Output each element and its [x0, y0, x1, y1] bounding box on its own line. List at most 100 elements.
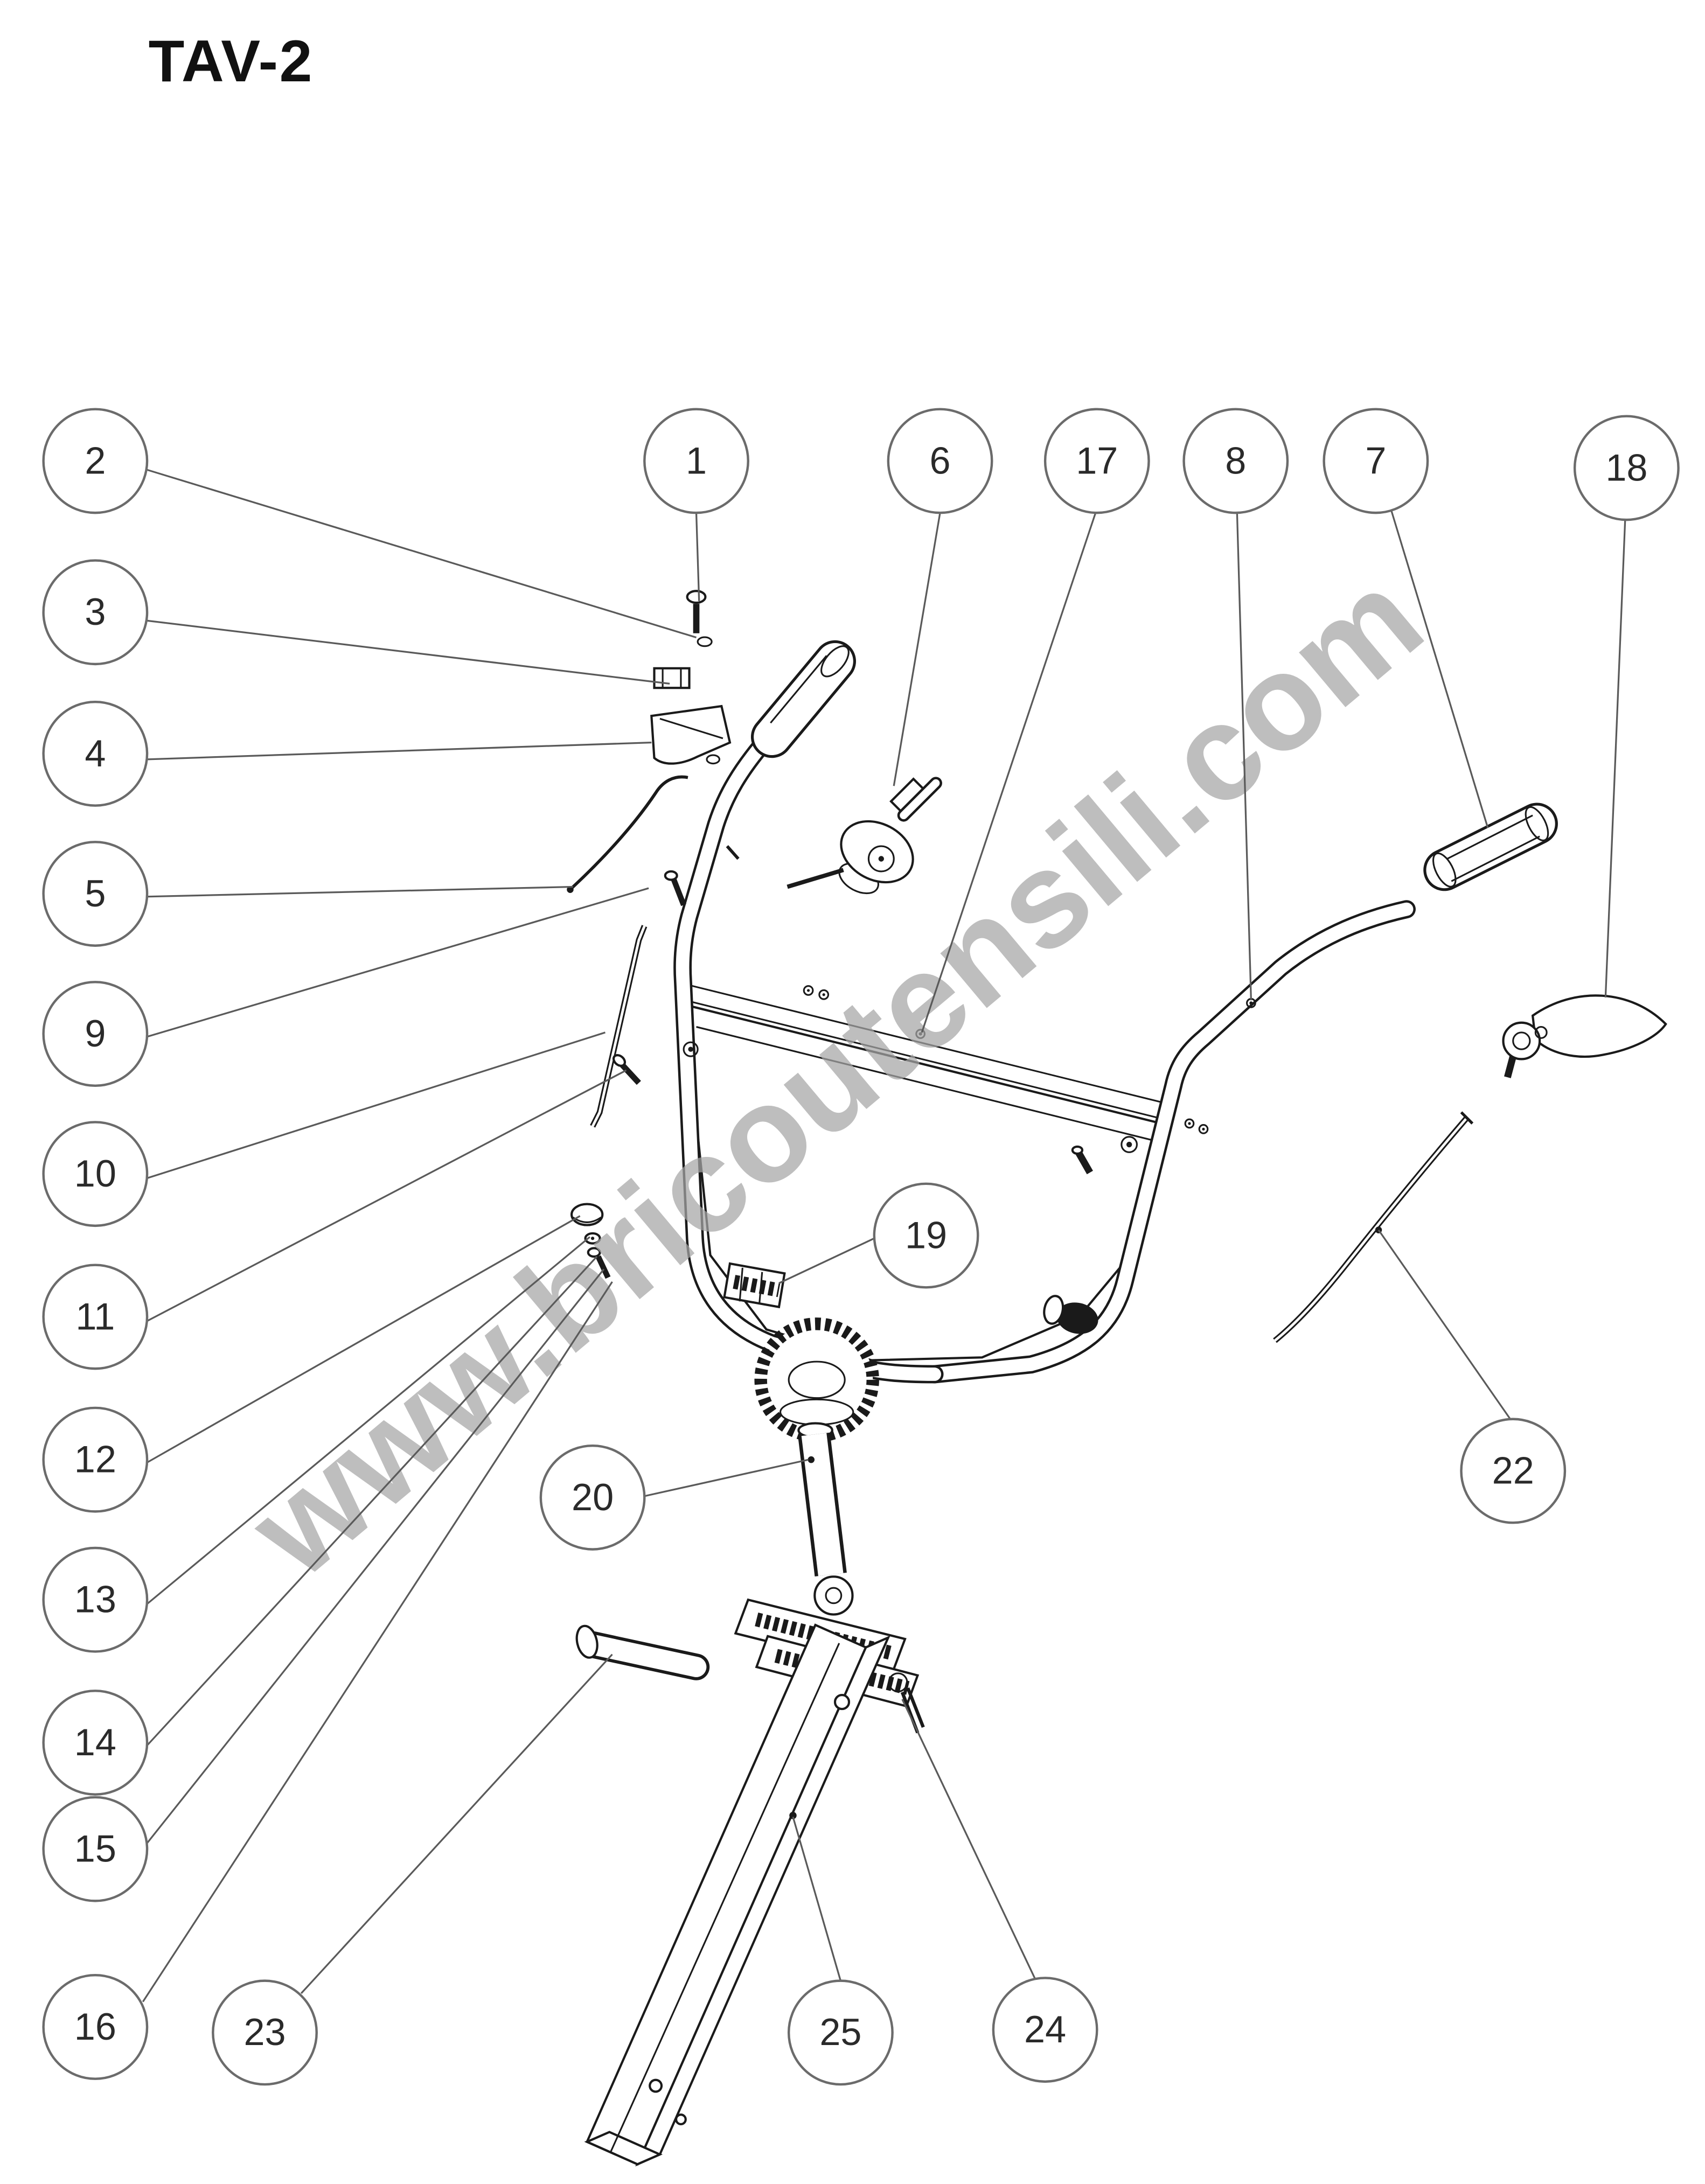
throttle-lever [787, 777, 942, 895]
callout-number: 20 [572, 1476, 614, 1518]
callout-24: 24 [992, 1977, 1098, 2083]
callout-circle [42, 1121, 149, 1227]
callout-circle [1573, 415, 1680, 521]
toothed-hinge-disc [754, 1317, 879, 1442]
callout-circle [1323, 408, 1429, 514]
callout-number: 11 [75, 1295, 115, 1337]
leader-line-11 [147, 1069, 627, 1322]
screw-mid [612, 1054, 641, 1085]
callout-number: 16 [74, 2005, 116, 2048]
leader-line-10 [147, 1031, 606, 1179]
screw-top [686, 590, 707, 633]
leader-line-6 [893, 512, 941, 786]
small-pin [664, 870, 686, 906]
callout-8: 8 [1182, 408, 1289, 514]
callout-19: 19 [873, 1182, 979, 1289]
leader-line-16 [142, 1281, 613, 2002]
callout-circle [42, 1690, 149, 1796]
washer [697, 636, 713, 647]
right-grip [1423, 803, 1558, 891]
callout-11: 11 [42, 1264, 149, 1370]
leader-line-20 [644, 1459, 809, 1497]
callout-number: 12 [74, 1438, 116, 1481]
callout-circle [539, 1444, 646, 1551]
callout-circle [212, 1979, 318, 2086]
crossbar-top-rail [682, 982, 1174, 1122]
support-rod [1273, 1111, 1474, 1343]
callout-number: 19 [905, 1213, 947, 1256]
callout-number: 2 [85, 439, 106, 482]
callout-circle [873, 1182, 979, 1289]
callout-number: 23 [243, 2011, 286, 2053]
handlebar-left-tube [673, 651, 853, 1372]
callout-circle [42, 408, 149, 514]
callout-5: 5 [42, 841, 149, 947]
callout-number: 24 [1024, 2008, 1066, 2050]
callout-22: 22 [1460, 1418, 1567, 1524]
leader-line-1 [695, 513, 700, 602]
callout-circle [42, 559, 149, 666]
callout-number: 13 [74, 1578, 116, 1621]
leader-line-13 [147, 1236, 590, 1605]
callout-number: 5 [85, 872, 106, 915]
clamp-bolt [587, 1247, 611, 1279]
page-title: TAV-2 [149, 29, 314, 94]
leader-line-4 [147, 742, 652, 760]
callout-circle [1182, 408, 1289, 514]
frame-hardware-dots [683, 985, 1256, 1463]
left-grip [750, 640, 857, 758]
leader-line-19 [778, 1237, 875, 1284]
callout-4: 4 [42, 701, 149, 807]
callout-9: 9 [42, 981, 149, 1087]
callout-number: 15 [74, 1827, 116, 1870]
callout-circle [42, 1406, 149, 1513]
callout-number: 1 [686, 439, 707, 482]
callout-25: 25 [787, 1979, 894, 2086]
leader-line-12 [147, 1215, 581, 1463]
callout-number: 25 [819, 2011, 861, 2053]
leader-line-9 [147, 887, 649, 1038]
leader-line-18 [1604, 520, 1626, 998]
callout-2: 2 [42, 408, 149, 514]
axle-pin [575, 1624, 710, 1680]
clevis-eye [813, 1575, 854, 1616]
cable [567, 775, 740, 893]
callout-number: 6 [930, 439, 951, 482]
stem-tube [797, 1422, 847, 1576]
bracket [650, 704, 732, 765]
leader-line-7 [1390, 510, 1489, 828]
leader-line-24 [901, 1699, 1036, 1980]
leader-line-14 [146, 1255, 598, 1746]
callout-number: 4 [85, 732, 106, 774]
callout-number: 18 [1605, 446, 1647, 489]
callout-circle [42, 1796, 149, 1902]
callout-23: 23 [212, 1979, 318, 2086]
callout-12: 12 [42, 1406, 149, 1513]
callout-7: 7 [1323, 408, 1429, 514]
handlebar-right-tube [925, 900, 1416, 1384]
callout-1: 1 [643, 408, 749, 514]
brake-lever [1502, 994, 1667, 1078]
callout-number: 22 [1492, 1449, 1534, 1491]
callout-3: 3 [42, 559, 149, 666]
callout-20: 20 [539, 1444, 646, 1551]
callout-number: 17 [1076, 439, 1118, 482]
callout-6: 6 [887, 408, 993, 514]
callout-circle [1460, 1418, 1567, 1524]
clip [653, 667, 691, 689]
callout-13: 13 [42, 1546, 149, 1653]
callout-number: 14 [74, 1721, 116, 1763]
callout-10: 10 [42, 1121, 149, 1227]
callout-circle [787, 1979, 894, 2086]
watermark: www.bricoutensili.com [222, 542, 1450, 1606]
callout-circle [887, 408, 993, 514]
callout-number: 10 [74, 1152, 116, 1195]
callout-number: 9 [85, 1012, 106, 1055]
leader-line-3 [147, 619, 670, 685]
leader-line-23 [300, 1653, 613, 1994]
callout-circle [42, 701, 149, 807]
callout-circle [643, 408, 749, 514]
callout-number: 3 [85, 590, 106, 633]
